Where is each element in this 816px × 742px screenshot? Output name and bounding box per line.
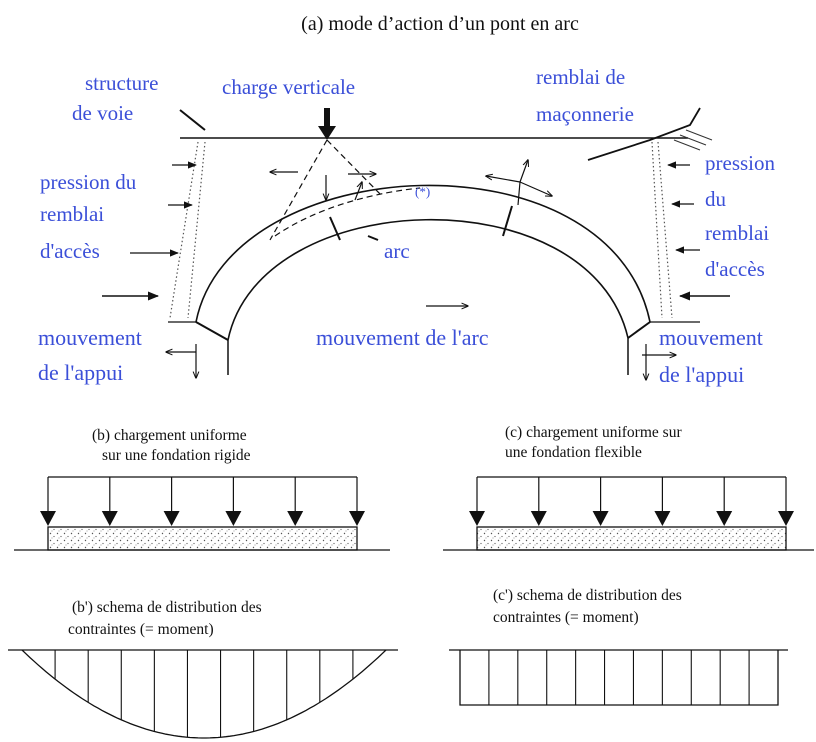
label-mouvement-appui-gauche: mouvement de l'appui <box>38 325 147 385</box>
title-c-line2: une fondation flexible <box>505 444 642 461</box>
label-pression-droite-line2: du <box>705 187 727 211</box>
load-c-arrow-head <box>716 511 733 526</box>
arch-joint-2 <box>502 205 513 237</box>
label-structure-voie: structure de voie <box>72 71 164 125</box>
distribution-parabolic <box>21 649 387 739</box>
arch-inner-edge <box>227 218 629 341</box>
load-c-arrow-head <box>592 511 609 526</box>
foundation-flexible-c <box>476 526 787 551</box>
label-pression-droite-line3: remblai <box>705 221 769 245</box>
label-mouvement-appui-droite: mouvement de l'appui <box>659 325 768 387</box>
title-cp-line1: (c') schema de distribution des <box>493 587 682 604</box>
load-b-arrow-head <box>163 511 180 526</box>
distribution-uniform <box>459 650 779 706</box>
arch-joint-left-base <box>195 321 229 341</box>
label-star: (*) <box>415 184 430 199</box>
panel-a: (a) mode d’action d’un pont en arc <box>38 13 780 387</box>
panel-c: (c) chargement uniforme sur une fondatio… <box>443 424 814 551</box>
label-appui-gauche-line2: de l'appui <box>38 360 123 385</box>
title-b: (b) chargement uniforme sur une fondatio… <box>92 427 251 464</box>
arrow-right-side-stem <box>517 181 521 206</box>
load-b-arrow-head <box>225 511 242 526</box>
label-pression-gauche-line2: remblai <box>40 202 104 226</box>
uniform-outline <box>459 650 779 706</box>
load-c-arrow-head <box>778 511 794 526</box>
load-b-arrow-head <box>40 511 56 526</box>
title-c-line1: (c) chargement uniforme sur <box>505 424 682 441</box>
load-b-arrow-head <box>101 511 118 526</box>
arch-joint-right-base <box>627 321 651 339</box>
label-pression-droite-line4: d'accès <box>705 257 765 281</box>
title-a: (a) mode d’action d’un pont en arc <box>301 13 579 35</box>
label-appui-droite-line2: de l'appui <box>659 362 744 387</box>
label-pression-gauche-line1: pression du <box>40 170 137 194</box>
arc-pointer <box>367 235 379 241</box>
title-c: (c) chargement uniforme sur une fondatio… <box>505 424 685 461</box>
title-c-prime: (c') schema de distribution des contrain… <box>493 587 686 626</box>
label-charge-verticale: charge verticale <box>222 75 355 99</box>
arrow-right-side-right <box>519 181 552 196</box>
label-mouvement-arc: mouvement de l'arc <box>316 325 489 350</box>
label-structure-voie-line1: structure <box>85 71 158 95</box>
title-bp-line2: contraintes (= moment) <box>68 621 214 638</box>
load-arrows-b <box>40 477 365 526</box>
label-arc: arc <box>384 239 410 263</box>
label-remblai-maconnerie: remblai de maçonnerie <box>536 65 634 126</box>
arrow-right-side-left <box>486 176 521 183</box>
load-c-arrow-head <box>469 511 485 526</box>
parabola-outline <box>21 649 387 739</box>
arch-joint-1 <box>329 216 341 241</box>
label-remblai-line1: remblai de <box>536 65 625 89</box>
load-b-arrow-head <box>287 511 304 526</box>
label-structure-voie-line2: de voie <box>72 101 133 125</box>
left-abutment-dotted-inner <box>187 141 206 319</box>
label-pression-droite-line1: pression <box>705 151 775 175</box>
load-b-arrow-head <box>349 511 365 526</box>
label-pression-gauche-line3: d'accès <box>40 239 100 263</box>
label-pression-gauche: pression du remblai d'accès <box>40 170 142 263</box>
panel-b: (b) chargement uniforme sur une fondatio… <box>14 427 390 551</box>
title-b-prime: (b') schema de distribution des contrain… <box>68 599 266 638</box>
right-abutment-dotted-inner <box>651 141 663 319</box>
arrow-right-side-up <box>519 160 528 183</box>
right-abutment-dotted-outer <box>657 141 673 319</box>
foundation-rigid-b <box>47 526 358 551</box>
arrow-up-small <box>354 182 362 201</box>
panel-b-prime: (b') schema de distribution des contrain… <box>8 599 398 739</box>
title-b-line2: sur une fondation rigide <box>102 447 251 464</box>
dispersion-line-left <box>269 139 328 241</box>
title-b-line1: (b) chargement uniforme <box>92 427 247 444</box>
vertical-load-head <box>318 126 336 140</box>
title-bp-line1: (b') schema de distribution des <box>72 599 262 616</box>
label-appui-droite-line1: mouvement <box>659 325 763 350</box>
load-c-arrow-head <box>530 511 547 526</box>
panel-c-prime: (c') schema de distribution des contrain… <box>449 587 788 706</box>
label-appui-gauche-line1: mouvement <box>38 325 142 350</box>
arch-outer-edge <box>195 184 651 323</box>
label-pression-droite: pression du remblai d'accès <box>705 151 780 281</box>
structure-pointer <box>179 109 206 131</box>
left-abutment-dotted-outer <box>169 141 199 319</box>
label-remblai-line2: maçonnerie <box>536 102 634 126</box>
title-cp-line2: contraintes (= moment) <box>493 609 639 626</box>
load-arrows-c <box>469 477 794 526</box>
load-c-arrow-head <box>654 511 671 526</box>
dispersion-line-right <box>326 139 383 197</box>
hatch-right <box>673 129 713 151</box>
thrust-line <box>274 187 421 237</box>
masonry-pointer <box>587 107 701 161</box>
